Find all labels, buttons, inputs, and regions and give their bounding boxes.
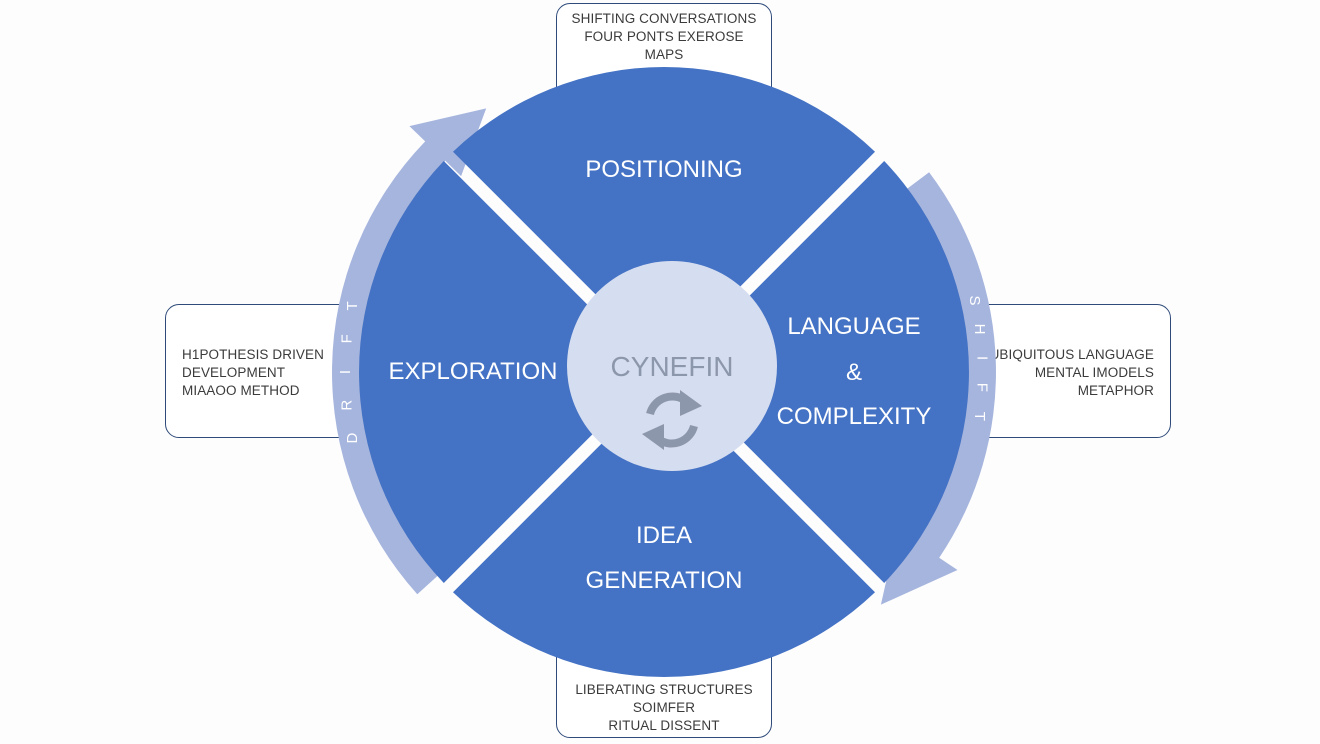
box-line: LIBERATING STRUCTURES: [575, 682, 753, 697]
drift-arrow: [332, 108, 487, 595]
segment-label: LANGUAGE: [787, 313, 920, 340]
arrow-letter: H: [971, 324, 988, 335]
box-line: DEVELOPMENT: [182, 365, 286, 380]
box-line: FOUR PONTS EXEROSE: [584, 29, 744, 44]
segment-label: EXPLORATION: [389, 358, 558, 385]
shift-label: S H I F T: [966, 295, 991, 420]
arrow-letter: I: [337, 370, 354, 374]
segment-label: POSITIONING: [585, 156, 742, 183]
arrow-letter: T: [971, 412, 988, 421]
shift-arrow: [880, 172, 996, 605]
box-line: H1POTHESIS DRIVEN: [182, 347, 324, 362]
segment-label: GENERATION: [586, 567, 743, 594]
cynefin-hub: [567, 261, 777, 471]
arrow-letter: F: [974, 383, 991, 392]
box-line: SHIFTING CONVERSATIONS: [571, 11, 757, 26]
hub-label: CYNEFIN: [611, 351, 734, 382]
arrow-letter: R: [339, 400, 356, 411]
refresh-cycle-icon: [642, 390, 702, 450]
arrow-letter: T: [344, 301, 361, 310]
box-line: MAPS: [644, 47, 684, 62]
drift-label: D R I F T: [337, 301, 361, 443]
box-line: SOIMFER: [632, 700, 696, 715]
box-line: UBIQUITOUS LANGUAGE: [989, 347, 1154, 362]
box-line: METAPHOR: [1077, 383, 1154, 398]
segment-language-complexity: [733, 161, 969, 583]
segment-label: &: [846, 359, 862, 386]
arrow-letter: F: [339, 334, 356, 343]
arrow-letter: D: [344, 433, 361, 444]
box-line: MENTAL IMODELS: [1034, 365, 1154, 380]
segment-exploration: [359, 161, 595, 583]
segment-label: IDEA: [636, 522, 692, 549]
segment-positioning: [453, 67, 875, 303]
arrow-letter: S: [966, 295, 983, 305]
arrow-letter: I: [974, 356, 991, 360]
box-line: RITUAL DISSENT: [608, 718, 720, 733]
box-line: MIAAOO METHOD: [182, 383, 300, 398]
segment-idea-generation: [453, 441, 875, 677]
segment-label: COMPLEXITY: [777, 403, 932, 430]
